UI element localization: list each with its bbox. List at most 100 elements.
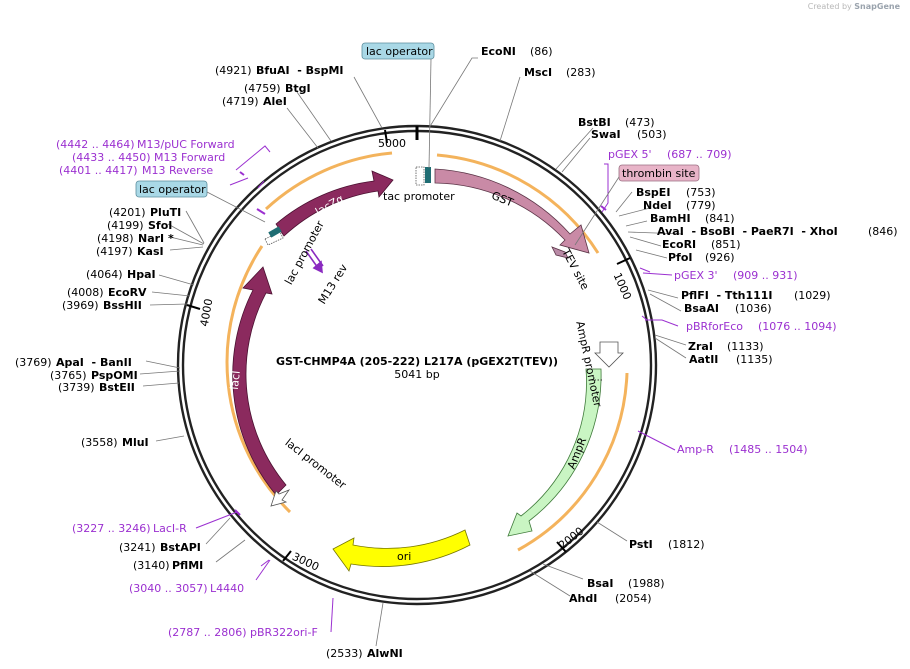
ampr-promoter-label: AmpR promoter <box>573 320 604 409</box>
site-pflmi[interactable]: (3140)PflMI <box>133 559 203 572</box>
svg-text:(3765)PspOMI: (3765)PspOMI <box>50 369 138 382</box>
svg-text:AatII(1135): AatII(1135) <box>689 353 773 366</box>
lac-operator-box-top[interactable]: lac operator <box>361 42 435 60</box>
site-ahdi[interactable]: AhdI(2054) <box>569 592 652 605</box>
site-hpai[interactable]: (4064)HpaI <box>86 268 156 281</box>
site-bsai[interactable]: BsaI(1988) <box>587 577 665 590</box>
site-bspei[interactable]: BspEI(753) <box>636 186 716 199</box>
primer-laci-r[interactable]: (3227 .. 3246)LacI-R <box>72 522 187 535</box>
site-sfoi[interactable]: (4199)SfoI <box>107 219 172 232</box>
m13-rev-arrows <box>305 248 324 274</box>
tick-label: 5000 <box>378 137 406 150</box>
svg-text:(4442 .. 4464)M13/pUC Forward: (4442 .. 4464)M13/pUC Forward <box>56 138 235 151</box>
site-avai-xhoi[interactable]: AvaI - BsoBI - PaeR7I - XhoI(846) <box>657 225 898 238</box>
svg-text:(2533)AlwNI: (2533)AlwNI <box>326 647 403 660</box>
svg-text:(2787 .. 2806)pBR322ori-F: (2787 .. 2806)pBR322ori-F <box>168 626 318 639</box>
site-pluti[interactable]: (4201)PluTI <box>109 206 181 219</box>
site-pspomi[interactable]: (3765)PspOMI <box>50 369 138 382</box>
svg-text:thrombin site: thrombin site <box>622 167 696 180</box>
site-bfuai[interactable]: (4921)BfuAI - BspMI <box>215 64 344 77</box>
svg-text:(4759)BtgI: (4759)BtgI <box>244 82 311 95</box>
ampr-label: AmpR <box>565 435 589 471</box>
svg-text:EcoNI(86): EcoNI(86) <box>481 45 553 58</box>
feature-gst-arrow[interactable]: GST <box>434 168 590 254</box>
svg-text:MscI(283): MscI(283) <box>524 66 596 79</box>
primer-m13-puc-forward[interactable]: (4442 .. 4464)M13/pUC Forward <box>56 138 235 151</box>
site-ecorv[interactable]: (4008)EcoRV <box>67 286 147 299</box>
site-psti[interactable]: PstI(1812) <box>629 538 705 551</box>
site-mlui[interactable]: (3558)MluI <box>81 436 149 449</box>
tick-label: 4000 <box>198 298 216 328</box>
svg-text:(4008)EcoRV: (4008)EcoRV <box>67 286 147 299</box>
svg-text:(3769)ApaI - BanII: (3769)ApaI - BanII <box>15 356 132 369</box>
svg-text:(4199)SfoI: (4199)SfoI <box>107 219 172 232</box>
tac-promoter-label: tac promoter <box>383 190 455 203</box>
site-zrai[interactable]: ZraI(1133) <box>688 340 764 353</box>
primer-m13-forward[interactable]: (4433 .. 4450)M13 Forward <box>72 151 225 164</box>
primer-pgex5[interactable]: pGEX 5'(687 .. 709) <box>608 148 732 161</box>
site-pfoi[interactable]: PfoI(926) <box>668 251 735 264</box>
primer-pgex3[interactable]: pGEX 3'(909 .. 931) <box>674 269 798 282</box>
svg-text:(3241)BstAPI: (3241)BstAPI <box>119 541 201 554</box>
site-ndei[interactable]: NdeI(779) <box>643 199 716 212</box>
promoter-arrows <box>264 166 624 507</box>
svg-text:(3227 .. 3246)LacI-R: (3227 .. 3246)LacI-R <box>72 522 187 535</box>
site-bsaai[interactable]: BsaAI(1036) <box>684 302 772 315</box>
site-bstapi[interactable]: (3241)BstAPI <box>119 541 201 554</box>
svg-text:BamHI(841): BamHI(841) <box>650 212 735 225</box>
svg-text:(4401 .. 4417)M13 Reverse: (4401 .. 4417)M13 Reverse <box>59 164 213 177</box>
laci-promoter-label: lacI promoter <box>283 436 349 492</box>
lac-operator-box-left[interactable]: lac operator <box>135 180 208 198</box>
svg-text:AhdI(2054): AhdI(2054) <box>569 592 652 605</box>
svg-text:(3140)PflMI: (3140)PflMI <box>133 559 203 572</box>
feature-ori-arrow[interactable]: ori <box>332 529 471 572</box>
svg-text:BspEI(753): BspEI(753) <box>636 186 716 199</box>
feature-ampr-arrow[interactable]: AmpR <box>507 368 602 537</box>
thrombin-site-box[interactable]: thrombin site <box>618 164 700 182</box>
plasmid-name: GST-CHMP4A (205-222) L217A (pGEX2T(TEV)) <box>276 355 558 368</box>
site-bamhi[interactable]: BamHI(841) <box>650 212 735 225</box>
svg-text:NdeI(779): NdeI(779) <box>643 199 716 212</box>
feature-laci-arrow[interactable]: lacI <box>228 266 287 496</box>
site-leader-lines <box>139 57 687 647</box>
svg-text:Amp-R(1485 .. 1504): Amp-R(1485 .. 1504) <box>677 443 808 456</box>
svg-text:BsaI(1988): BsaI(1988) <box>587 577 665 590</box>
site-econi[interactable]: EcoNI(86) <box>481 45 553 58</box>
site-pflfi[interactable]: PflFI - Tth111I(1029) <box>681 289 831 302</box>
site-bsshii[interactable]: (3969)BssHII <box>62 299 142 312</box>
site-aatii[interactable]: AatII(1135) <box>689 353 773 366</box>
site-bsteii[interactable]: (3739)BstEII <box>58 381 135 394</box>
primer-amp-r[interactable]: Amp-R(1485 .. 1504) <box>677 443 808 456</box>
site-alei[interactable]: (4719)AleI <box>222 95 287 108</box>
primer-l4440[interactable]: (3040 .. 3057)L4440 <box>129 582 244 595</box>
site-alwni[interactable]: (2533)AlwNI <box>326 647 403 660</box>
feature-lacza-arrow[interactable]: lacZα <box>275 170 394 237</box>
svg-text:PfoI(926): PfoI(926) <box>668 251 735 264</box>
site-ecori[interactable]: EcoRI(851) <box>662 238 741 251</box>
svg-text:lac operator: lac operator <box>366 45 433 58</box>
site-apai[interactable]: (3769)ApaI - BanII <box>15 356 132 369</box>
site-btgi[interactable]: (4759)BtgI <box>244 82 311 95</box>
svg-text:(3739)BstEII: (3739)BstEII <box>58 381 135 394</box>
site-swai[interactable]: SwaI(503) <box>591 128 667 141</box>
feature-highlights <box>225 151 629 552</box>
site-kasi[interactable]: (4197)KasI <box>96 245 164 258</box>
primer-m13-reverse[interactable]: (4401 .. 4417)M13 Reverse <box>59 164 213 177</box>
svg-text:lac operator: lac operator <box>139 183 206 196</box>
svg-text:PflFI - Tth111I(1029): PflFI - Tth111I(1029) <box>681 289 831 302</box>
primer-pbrforeco[interactable]: pBRforEco(1076 .. 1094) <box>686 320 837 333</box>
site-bstbi[interactable]: BstBI(473) <box>578 116 655 129</box>
primer-pbr322ori-f[interactable]: (2787 .. 2806)pBR322ori-F <box>168 626 318 639</box>
ampr-promoter-arrow <box>594 341 624 368</box>
watermark: Created by SnapGene <box>807 2 900 11</box>
svg-text:pGEX 3'(909 .. 931): pGEX 3'(909 .. 931) <box>674 269 798 282</box>
svg-text:AvaI - BsoBI - PaeR7I - Xho: AvaI - BsoBI - PaeR7I - XhoI(846) <box>657 225 898 238</box>
site-msci[interactable]: MscI(283) <box>524 66 596 79</box>
site-nari[interactable]: (4198)NarI * <box>97 232 174 245</box>
tick-label: 1000 <box>611 271 634 302</box>
svg-text:(4198)NarI *: (4198)NarI * <box>97 232 174 245</box>
svg-text:pBRforEco(1076 .. 1094): pBRforEco(1076 .. 1094) <box>686 320 837 333</box>
ori-label: ori <box>397 550 411 563</box>
svg-text:PstI(1812): PstI(1812) <box>629 538 705 551</box>
svg-text:(3558)MluI: (3558)MluI <box>81 436 149 449</box>
